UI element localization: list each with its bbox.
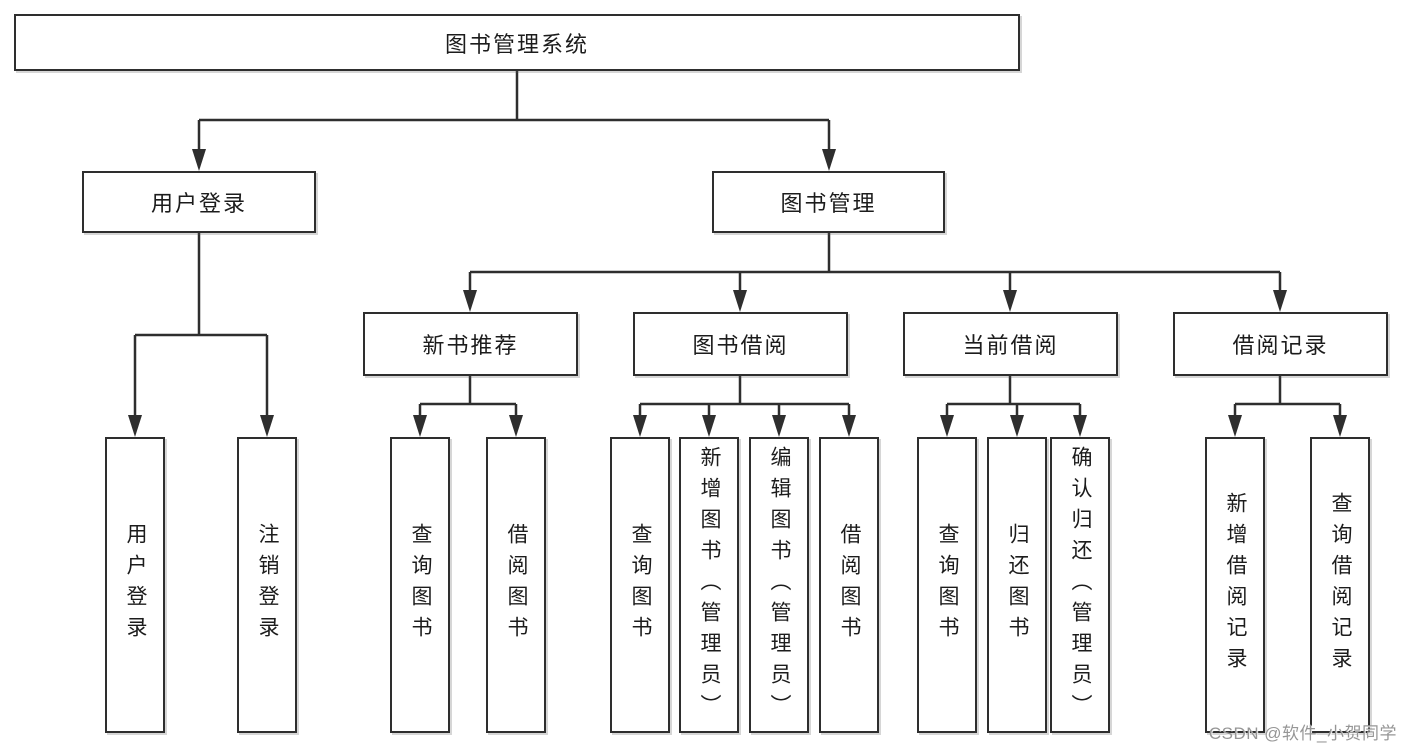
arrow-down-icon [1228, 415, 1242, 437]
node-user-login: 用户登录 [82, 171, 316, 233]
arrow-down-icon [772, 415, 786, 437]
node-book-borrow: 图书借阅 [633, 312, 848, 376]
connector-book-management-to-level3 [468, 233, 1282, 291]
node-label: 借阅图书 [505, 523, 528, 647]
leaf-borrow-books: 借阅图书 [819, 437, 879, 733]
arrow-down-icon [940, 415, 954, 437]
node-label: 确认归还（管理员） [1069, 445, 1092, 725]
node-label: 用户登录 [150, 191, 247, 216]
leaf-borrow-books-recommend: 借阅图书 [486, 437, 546, 733]
arrow-down-icon [842, 415, 856, 437]
arrow-down-icon [822, 149, 836, 171]
node-label: 用户登录 [124, 523, 147, 647]
arrow-down-icon [633, 415, 647, 437]
arrow-down-icon [733, 290, 747, 312]
connector-user-login-to-children [133, 233, 269, 416]
node-current-borrow: 当前借阅 [903, 312, 1118, 376]
leaf-query-books-recommend: 查询图书 [390, 437, 450, 733]
arrow-down-icon [192, 149, 206, 171]
leaf-edit-books-admin: 编辑图书（管理员） [749, 437, 809, 733]
arrow-down-icon [260, 415, 274, 437]
connector-new-book-recommend-to-children [418, 376, 518, 416]
arrow-down-icon [463, 290, 477, 312]
node-label: 图书管理系统 [444, 31, 589, 57]
node-label: 注销登录 [256, 523, 279, 647]
node-label: 借阅记录 [1232, 333, 1329, 358]
node-label: 查询借阅记录 [1329, 492, 1352, 678]
node-book-management: 图书管理 [712, 171, 945, 233]
arrow-down-icon [509, 415, 523, 437]
node-label: 图书管理 [780, 191, 877, 216]
node-label: 归还图书 [1006, 523, 1029, 647]
arrow-down-icon [1333, 415, 1347, 437]
node-label: 新书推荐 [422, 333, 519, 358]
arrow-down-icon [128, 415, 142, 437]
leaf-query-books-borrow: 查询图书 [610, 437, 670, 733]
node-label: 查询图书 [409, 523, 432, 647]
node-label: 查询图书 [629, 523, 652, 647]
leaf-user-login: 用户登录 [105, 437, 165, 733]
leaf-confirm-return-admin: 确认归还（管理员） [1050, 437, 1110, 733]
leaf-query-borrow-record: 查询借阅记录 [1310, 437, 1370, 733]
connector-book-borrow-to-children [638, 376, 851, 416]
arrow-down-icon [702, 415, 716, 437]
node-label: 新增借阅记录 [1224, 492, 1247, 678]
arrow-down-icon [1073, 415, 1087, 437]
arrow-down-icon [413, 415, 427, 437]
node-label: 编辑图书（管理员） [768, 445, 791, 725]
arrow-down-icon [1010, 415, 1024, 437]
node-label: 图书借阅 [692, 333, 789, 358]
leaf-logout: 注销登录 [237, 437, 297, 733]
node-label: 当前借阅 [962, 333, 1059, 358]
connector-root-to-level2 [197, 71, 831, 150]
arrow-down-icon [1273, 290, 1287, 312]
node-borrow-records: 借阅记录 [1173, 312, 1388, 376]
node-new-book-recommend: 新书推荐 [363, 312, 578, 376]
node-label: 借阅图书 [838, 523, 861, 647]
node-library-management-system: 图书管理系统 [14, 14, 1020, 71]
leaf-return-books: 归还图书 [987, 437, 1047, 733]
node-label: 查询图书 [936, 523, 959, 647]
leaf-add-borrow-record: 新增借阅记录 [1205, 437, 1265, 733]
arrow-down-icon [1003, 290, 1017, 312]
leaf-add-books-admin: 新增图书（管理员） [679, 437, 739, 733]
connector-current-borrow-to-children [945, 376, 1082, 416]
leaf-query-books-current: 查询图书 [917, 437, 977, 733]
node-label: 新增图书（管理员） [698, 445, 721, 725]
connector-borrow-records-to-children [1233, 376, 1342, 416]
csdn-watermark: CSDN @软件_小贺同学 [1208, 724, 1397, 743]
